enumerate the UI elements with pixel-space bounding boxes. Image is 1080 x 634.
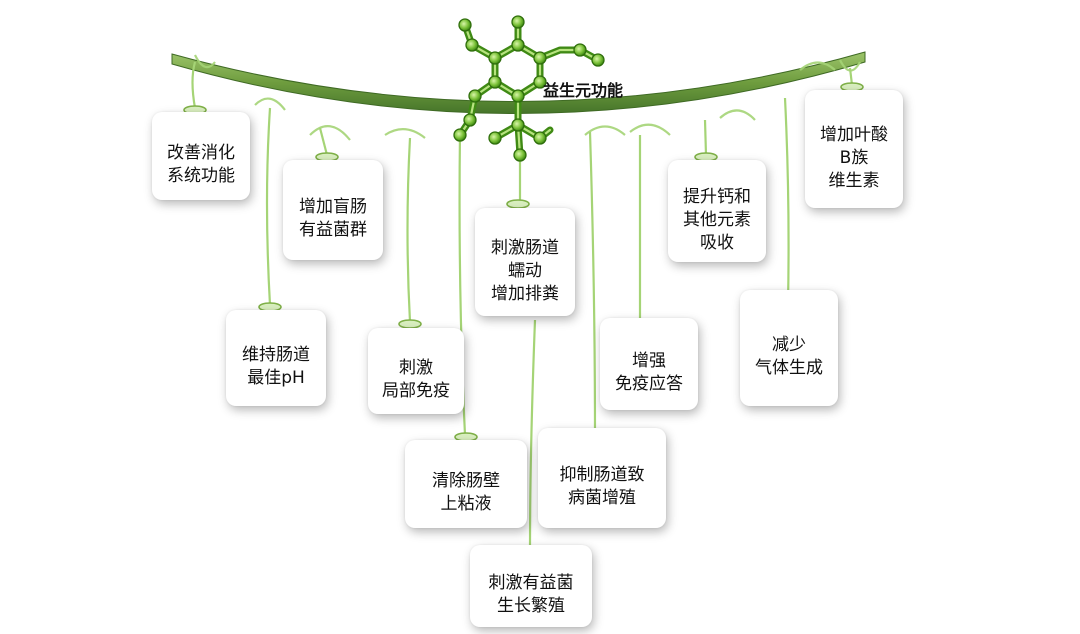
card-line: 吸收	[700, 232, 734, 253]
function-card: 减少 气体生成	[740, 290, 838, 406]
function-card: 增强 免疫应答	[600, 318, 698, 410]
card-line: 刺激肠道	[491, 237, 559, 258]
function-card: 增加叶酸 B族 维生素	[805, 90, 903, 208]
card-line: 有益菌群	[299, 220, 367, 240]
card-line: 最佳pH	[247, 368, 305, 388]
function-card: 维持肠道 最佳pH	[226, 310, 326, 406]
card-line: 系统功能	[167, 166, 235, 186]
card-line: 增加排粪	[491, 283, 559, 304]
card-line: B族	[839, 147, 869, 168]
function-card: 抑制肠道致 病菌增殖	[538, 428, 666, 528]
card-line: 刺激	[399, 358, 433, 378]
card-line: 提升钙和	[683, 186, 751, 207]
card-line: 增强	[632, 351, 666, 371]
card-line: 维持肠道	[242, 345, 310, 365]
function-card: 刺激 局部免疫	[368, 328, 464, 414]
function-card: 改善消化 系统功能	[152, 112, 250, 200]
function-card: 增加盲肠 有益菌群	[283, 160, 383, 260]
function-card: 清除肠壁 上粘液	[405, 440, 527, 528]
main-vine	[171, 51, 866, 114]
card-line: 抑制肠道致	[559, 465, 645, 485]
card-line: 病菌增殖	[568, 488, 636, 508]
function-card: 刺激肠道 蠕动 增加排粪	[475, 208, 575, 316]
card-line: 增加盲肠	[299, 197, 367, 217]
card-line: 其他元素	[683, 209, 751, 230]
card-line: 生长繁殖	[497, 596, 565, 616]
card-line: 蠕动	[508, 260, 542, 281]
card-line: 增加叶酸	[820, 124, 888, 145]
card-line: 清除肠壁	[432, 471, 500, 491]
card-line: 上粘液	[440, 494, 492, 514]
hanging-strings	[191, 61, 854, 549]
card-line: 局部免疫	[382, 381, 450, 401]
card-line: 气体生成	[755, 358, 823, 378]
center-title: 益生元功能	[543, 81, 624, 100]
function-card: 提升钙和 其他元素 吸收	[668, 160, 766, 262]
card-line: 免疫应答	[615, 374, 683, 394]
card-line: 刺激有益菌	[488, 573, 574, 593]
card-line: 维生素	[828, 170, 880, 191]
function-card: 刺激有益菌 生长繁殖	[470, 545, 592, 627]
card-line: 减少	[772, 335, 806, 355]
molecule-icon	[453, 15, 605, 162]
card-line: 改善消化	[167, 143, 235, 163]
